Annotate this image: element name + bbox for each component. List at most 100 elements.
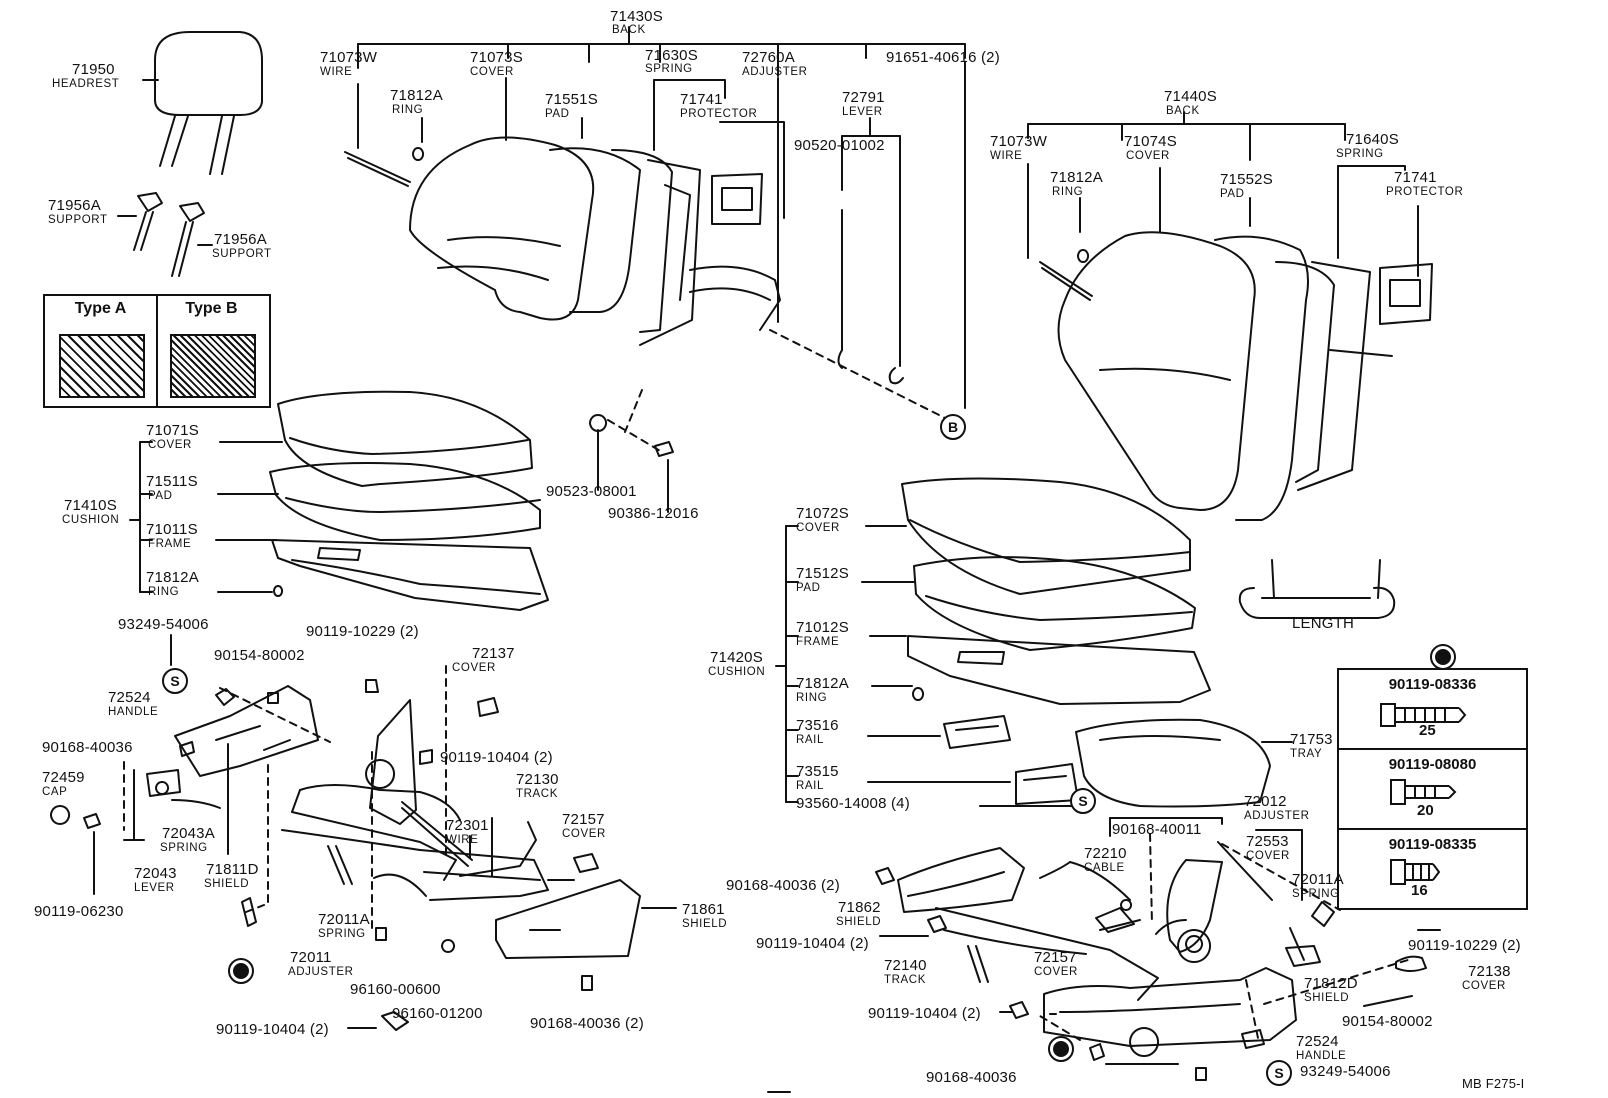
tray-part-number: 71753 [1290, 731, 1333, 748]
handle-right-part-number: 72524 [1296, 1033, 1339, 1050]
tray-name: TRAY [1290, 748, 1323, 760]
spring-right-part-number: 71640S [1346, 131, 1399, 148]
spring-left-part-number: 71630S [645, 47, 698, 64]
handle-right-name: HANDLE [1296, 1050, 1347, 1062]
type-a-cell: Type A [45, 296, 158, 406]
pad-cushion-right-name: PAD [796, 582, 821, 594]
nut-96160-01200-label: 96160-01200 [392, 1005, 483, 1022]
bolt-icon [1390, 859, 1441, 885]
left-cushion-stack [129, 390, 549, 611]
support-b-part-number: 71956A [214, 231, 267, 248]
type-a-hatch-swatch [59, 334, 145, 398]
protector-left-name: PROTECTOR [680, 108, 758, 120]
ring-cushion-right-name: RING [796, 692, 828, 704]
pad-cushion-right-part-number: 71512S [796, 565, 849, 582]
bolt-90119-10229-left-label: 90119-10229 (2) [306, 623, 419, 640]
shield-71861-name: SHIELD [682, 918, 728, 930]
pad-cushion-left-name: PAD [148, 490, 173, 502]
adjuster-72012-part-number: 72012 [1244, 793, 1287, 810]
left-seat-back [344, 136, 904, 385]
adjuster-72012-name: ADJUSTER [1244, 810, 1310, 822]
pad-right-part-number: 71552S [1220, 171, 1273, 188]
support-a-part-number: 71956A [48, 197, 101, 214]
wire-72301-name: WIRE [446, 834, 479, 846]
length-label: LENGTH [1292, 615, 1355, 632]
right-seat-back [1039, 231, 1433, 619]
cushion-left-name: CUSHION [62, 514, 120, 526]
pad-right-name: PAD [1220, 188, 1245, 200]
rail-73515-part-number: 73515 [796, 763, 839, 780]
cover-72138-name: COVER [1462, 980, 1506, 992]
bolt-table-part-number: 90119-08080 [1388, 756, 1477, 773]
screw-90168-left2-label: 90168-40036 (2) [530, 1015, 644, 1032]
cover-72157-right-name: COVER [1034, 966, 1078, 978]
screw-90154-left-label: 90154-80002 [214, 647, 305, 664]
screw-90168-right1-label: 90168-40036 (2) [726, 877, 840, 894]
support-b-name: SUPPORT [212, 248, 272, 260]
type-b-cell: Type B [156, 296, 267, 406]
screw-90168-left1-label: 90168-40036 [42, 739, 133, 756]
cover-72138-part-number: 72138 [1468, 963, 1511, 980]
adjuster-left-part-number: 72760A [742, 49, 795, 66]
headrest-drawing [142, 31, 263, 175]
right-back-leader-lines [1027, 111, 1419, 277]
bolt-90119-06230-label: 90119-06230 [34, 903, 124, 920]
bolt-table-row: 90119-08080 20 [1339, 750, 1526, 830]
cap-name: CAP [42, 786, 68, 798]
track-left-part-number: 72130 [516, 771, 559, 788]
bolt-90119-10229-right-label: 90119-10229 (2) [1408, 937, 1521, 954]
diagram-code: MB F275-I [1462, 1076, 1525, 1091]
bolt-table-marker [1430, 644, 1456, 670]
bolt-table-row: 90119-08335 16 [1339, 830, 1526, 908]
shield-71862-name: SHIELD [836, 916, 882, 928]
spring-72011a-left-name: SPRING [318, 928, 366, 940]
protector-right-part-number: 71741 [1394, 169, 1437, 186]
spring-72043a-part-number: 72043A [162, 825, 215, 842]
marker-dot-left [228, 958, 254, 984]
bolt-icon [1380, 703, 1467, 727]
lever-72043-name: LEVER [134, 882, 175, 894]
bolt-table-length: 16 [1411, 882, 1428, 899]
wire-right-name: WIRE [990, 150, 1023, 162]
wire-right-part-number: 71073W [990, 133, 1048, 150]
cover-cushion-right-name: COVER [796, 522, 840, 534]
bolt-table-part-number: 90119-08335 [1388, 836, 1477, 853]
screw-90168-40011-label: 90168-40011 [1112, 821, 1202, 838]
shield-71811d-name: SHIELD [204, 878, 250, 890]
left-dashed-lines [123, 329, 946, 931]
shield-71812d-name: SHIELD [1304, 992, 1350, 1004]
cushion-left-part-number: 71410S [64, 497, 117, 514]
ring-right-part-number: 71812A [1050, 169, 1103, 186]
protector-left-part-number: 71741 [680, 91, 723, 108]
marker-s-right: S [1266, 1060, 1292, 1086]
spring-72043a-name: SPRING [160, 842, 208, 854]
spring-72011a-left-part-number: 72011A [318, 911, 370, 928]
clip-93249-right-label: 93249-54006 [1300, 1063, 1391, 1080]
ring-cushion-left-name: RING [148, 586, 180, 598]
cover-72137-part-number: 72137 [472, 645, 515, 662]
lever-72791-part-number: 72791 [842, 89, 885, 106]
rail-73516-name: RAIL [796, 734, 824, 746]
cover-cushion-left-part-number: 71071S [146, 422, 199, 439]
frame-cushion-right-name: FRAME [796, 636, 840, 648]
marker-b: B [940, 414, 966, 440]
back-left-part-number: 71430S [610, 8, 663, 25]
left-fasteners [50, 414, 674, 1031]
shield-71861-part-number: 71861 [682, 901, 725, 918]
rail-73516-part-number: 73516 [796, 717, 839, 734]
cover-cushion-right-part-number: 71072S [796, 505, 849, 522]
nut-90523-label: 90523-08001 [546, 483, 637, 500]
lever-72791-name: LEVER [842, 106, 883, 118]
ring-cushion-left-part-number: 71812A [146, 569, 199, 586]
bolt-length-table: 90119-08336 25 90119-08080 20 90119-0833… [1337, 668, 1528, 910]
spring-72011a-right-part-number: 72011A [1292, 871, 1344, 888]
headrest-part-number: 71950 [72, 61, 115, 78]
ring-left-name: RING [392, 104, 424, 116]
bolt-90119-10404-left2-label: 90119-10404 (2) [216, 1021, 329, 1038]
bolt-icon [1390, 779, 1457, 805]
cover-right-name: COVER [1126, 150, 1170, 162]
bolt-91651-label: 91651-40616 (2) [886, 49, 1000, 66]
cover-left-part-number: 71073S [470, 49, 523, 66]
track-left-name: TRACK [516, 788, 558, 800]
